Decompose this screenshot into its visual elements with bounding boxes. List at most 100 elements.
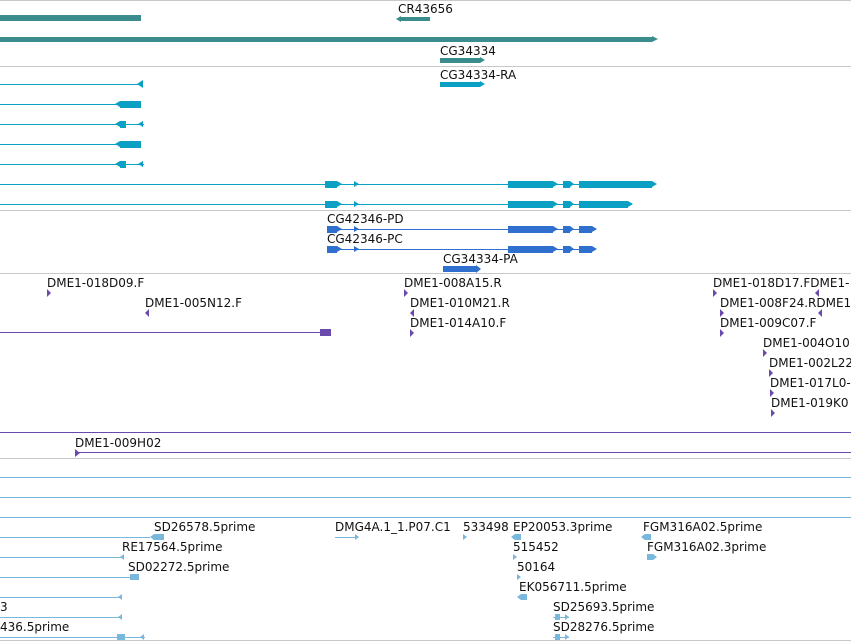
est-label[interactable]: SD28276.5prime <box>553 620 655 634</box>
clone-label[interactable]: DME1-010M21.R <box>410 296 510 310</box>
transcript-exon[interactable] <box>120 121 126 128</box>
strand-arrow-icon <box>565 634 569 640</box>
est-block[interactable] <box>645 534 651 540</box>
est-label[interactable]: SD02272.5prime <box>128 560 230 574</box>
est-label[interactable]: 50164 <box>517 560 556 574</box>
strand-arrow-icon <box>480 57 485 63</box>
transcript-label[interactable]: CG34334-RA <box>440 68 517 82</box>
est-label[interactable]: 3 <box>0 600 8 614</box>
protein-exon[interactable] <box>508 246 553 253</box>
est-alignment[interactable] <box>0 557 124 558</box>
transcript-exon[interactable] <box>120 101 141 108</box>
est-block[interactable] <box>521 594 527 600</box>
clone-label[interactable]: DME1-018D09.F <box>47 276 145 290</box>
protein-exon[interactable] <box>563 246 570 253</box>
transcript-intron <box>0 124 144 125</box>
transcript-exon[interactable] <box>325 201 337 208</box>
protein-exon[interactable] <box>563 226 570 233</box>
transcript-exon[interactable] <box>563 201 570 208</box>
est-alignment[interactable] <box>0 637 145 638</box>
gene-feature[interactable] <box>0 37 652 42</box>
est-label[interactable]: FGM316A02.3prime <box>647 540 767 554</box>
protein-exon[interactable] <box>443 266 476 272</box>
gene-feature[interactable] <box>0 15 141 21</box>
est-alignment[interactable] <box>0 597 122 598</box>
clone-end-marker-icon <box>818 309 822 317</box>
scaffold-span[interactable] <box>75 452 851 453</box>
clone-label[interactable]: DME1-019K0 <box>771 396 849 410</box>
est-label[interactable]: FGM316A02.5prime <box>643 520 763 534</box>
est-label[interactable]: EP20053.3prime <box>513 520 613 534</box>
transcript-exon[interactable] <box>579 181 652 188</box>
clone-label[interactable]: DME1-002L22 <box>769 356 851 370</box>
strand-arrow-icon <box>476 265 481 273</box>
clone-end[interactable] <box>320 329 331 336</box>
est-block[interactable] <box>154 534 164 540</box>
est-label[interactable]: EK056711.5prime <box>519 580 627 594</box>
scaffold-label[interactable]: DME1-009H02 <box>75 436 162 450</box>
est-block[interactable] <box>130 574 139 580</box>
clone-label[interactable]: DME1-018D17.FDME1- <box>713 276 850 290</box>
gene-label[interactable]: CR43656 <box>398 2 453 16</box>
strand-arrow-icon <box>337 201 342 207</box>
strand-arrow-icon <box>337 181 342 187</box>
strand-arrow-icon <box>641 534 645 540</box>
protein-exon[interactable] <box>327 226 337 233</box>
protein-exon[interactable] <box>327 246 337 253</box>
est-label[interactable]: SD25693.5prime <box>553 600 655 614</box>
protein-exon[interactable] <box>508 226 553 233</box>
gene-label[interactable]: CG34334 <box>440 44 496 58</box>
transcript-exon[interactable] <box>120 161 126 168</box>
transcript-exon[interactable] <box>563 181 570 188</box>
transcript-exon[interactable] <box>579 201 628 208</box>
protein-label[interactable]: CG42346-PC <box>327 232 403 246</box>
est-block[interactable] <box>555 634 560 640</box>
transcript-feature[interactable] <box>440 82 480 87</box>
est-block[interactable] <box>647 554 653 560</box>
clone-label[interactable]: DME1-009C07.F <box>720 316 817 330</box>
est-alignment[interactable] <box>553 617 569 618</box>
est-alignment[interactable] <box>0 537 150 538</box>
est-label[interactable]: DMG4A.1_1.P07.C1 <box>335 520 451 534</box>
protein-label[interactable]: CG42346-PD <box>327 212 404 226</box>
clone-label[interactable]: DME1-014A10.F <box>410 316 507 330</box>
gene-feature[interactable] <box>401 17 430 21</box>
gene-feature[interactable] <box>440 58 480 63</box>
clone-label[interactable]: DME1-017L0- <box>770 376 851 390</box>
transcript-exon[interactable] <box>508 181 553 188</box>
est-label[interactable]: 533498 <box>463 520 509 534</box>
clone-end-marker-icon <box>404 289 408 297</box>
est-block[interactable] <box>555 614 560 620</box>
est-alignment[interactable] <box>0 577 139 578</box>
clone-label[interactable]: DME1-005N12.F <box>145 296 243 310</box>
protein-exon[interactable] <box>579 226 592 233</box>
est-label[interactable]: SD26578.5prime <box>154 520 256 534</box>
est-alignment[interactable] <box>553 637 569 638</box>
clone-span[interactable] <box>0 332 330 333</box>
est-label[interactable]: RE17564.5prime <box>122 540 223 554</box>
strand-arrow-icon <box>553 226 558 232</box>
clone-label[interactable]: DME1-008A15.R <box>404 276 502 290</box>
clone-label[interactable]: DME1-004O10 <box>763 336 850 350</box>
est-block[interactable] <box>515 534 521 540</box>
transcript-exon[interactable] <box>325 181 337 188</box>
clone-label[interactable]: DME1-008F24.RDME1 <box>720 296 851 310</box>
est-label[interactable]: 515452 <box>513 540 559 554</box>
transcript-exon[interactable] <box>508 201 553 208</box>
strand-arrow-icon <box>480 81 485 87</box>
strand-arrow-icon <box>150 534 154 540</box>
clone-end-marker-icon <box>47 289 51 297</box>
transcript-exon[interactable] <box>120 141 141 148</box>
strand-arrow-icon <box>355 534 359 540</box>
strand-arrow-icon <box>592 226 597 232</box>
strand-arrow-icon <box>354 246 359 252</box>
strand-arrow-icon <box>511 534 515 540</box>
protein-label[interactable]: CG34334-PA <box>443 252 518 266</box>
strand-arrow-icon <box>553 201 558 207</box>
est-alignment[interactable] <box>0 617 122 618</box>
protein-exon[interactable] <box>579 246 592 253</box>
est-label[interactable]: 436.5prime <box>0 620 70 634</box>
est-block[interactable] <box>117 634 125 640</box>
est-alignment[interactable] <box>335 537 357 538</box>
